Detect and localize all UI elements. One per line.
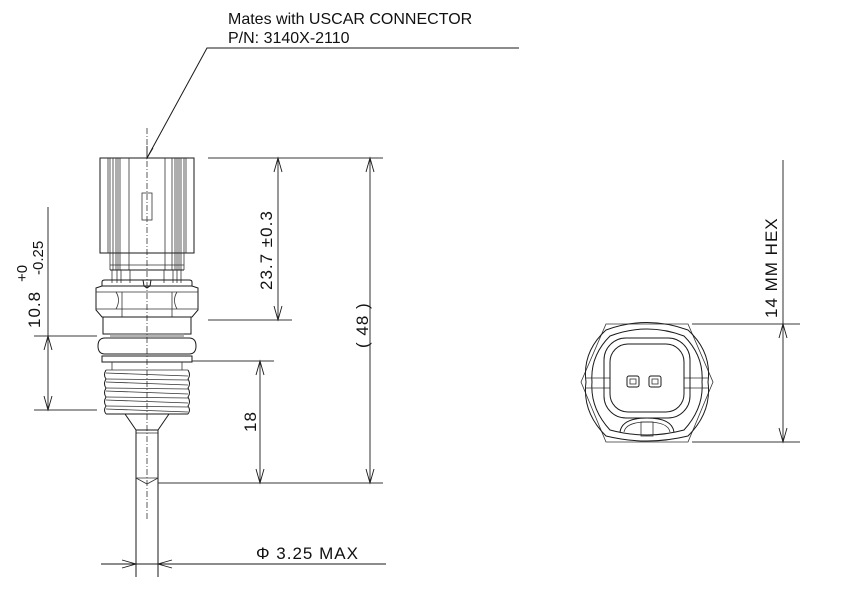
- dimension-hex-to-thread: 10.8 +0 -0.25: [14, 207, 97, 412]
- terminal-1: [626, 375, 640, 388]
- callout-line-1: Mates with USCAR CONNECTOR: [228, 11, 472, 28]
- dim-23-7: 23.7 ±0.3: [257, 210, 276, 290]
- sensor-side-view: [95, 128, 199, 577]
- callout-line-2: P/N: 3140X-2110: [228, 30, 350, 47]
- dimension-connector-height: 23.7 ±0.3: [208, 156, 383, 322]
- dim-phi-3-25: Φ 3.25 MAX: [256, 544, 359, 563]
- dimension-hex-size: 14 MM HEX: [692, 160, 800, 444]
- dim-10-8: 10.8: [25, 291, 44, 328]
- dim-48: ( 48 ): [353, 302, 372, 348]
- connector-housing: [99, 157, 195, 289]
- dim-14mm-hex: 14 MM HEX: [762, 217, 781, 318]
- latch-window: [141, 192, 153, 221]
- dim-10-8-tol-upper: +0: [14, 265, 31, 282]
- dim-10-8-tol-lower: -0.25: [30, 241, 47, 275]
- terminal-2: [648, 375, 662, 388]
- hex-outline: [580, 323, 714, 443]
- dimension-overall-length: ( 48 ): [353, 156, 375, 485]
- dimension-probe-diameter: Φ 3.25 MAX: [101, 544, 386, 569]
- probe-tip: [124, 413, 170, 577]
- o-ring-seal: [97, 316, 197, 363]
- connector-end-view: [580, 322, 714, 443]
- hex-nut: [95, 279, 199, 318]
- dimension-thread-length: 18: [158, 359, 383, 485]
- threaded-section: [104, 362, 190, 415]
- leader-line: [146, 47, 519, 159]
- connector-face: [609, 343, 685, 413]
- dim-18: 18: [241, 411, 260, 432]
- callout-note: Mates with USCAR CONNECTOR P/N: 3140X-21…: [146, 11, 519, 160]
